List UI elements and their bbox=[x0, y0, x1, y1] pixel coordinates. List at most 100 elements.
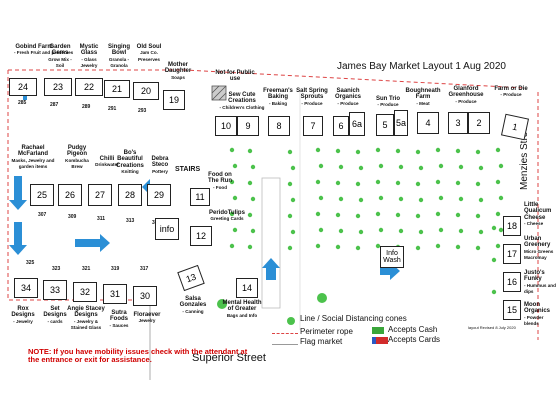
vendor-gobind-farm: Gobind Farm- Fresh Fruit and preserves bbox=[14, 44, 74, 56]
vendor-sew-cute: Sew Cute Creations- Children's Clothing bbox=[219, 92, 265, 110]
arrow-right bbox=[75, 234, 110, 252]
vendor-boughneath: Boughneath Farm- Meat bbox=[405, 88, 441, 106]
stall-25: 25 bbox=[30, 184, 54, 206]
stall-33: 33 bbox=[43, 280, 67, 300]
legend-rope-icon bbox=[272, 333, 298, 334]
arrow-down-left-bottom bbox=[9, 222, 27, 255]
social-distancing-cone bbox=[495, 147, 501, 153]
social-distancing-cone bbox=[418, 197, 424, 203]
social-distancing-cone bbox=[398, 196, 404, 202]
stall-17: 17 bbox=[503, 244, 521, 264]
stall-6a: 6a bbox=[349, 112, 365, 136]
stall-31: 31 bbox=[103, 284, 127, 304]
social-distancing-cone bbox=[229, 147, 235, 153]
large-cone bbox=[217, 299, 227, 309]
social-distancing-cone bbox=[495, 179, 501, 185]
plot-313: 313 bbox=[126, 218, 135, 224]
social-distancing-cone bbox=[338, 164, 344, 170]
legend-cone-icon bbox=[287, 317, 295, 325]
stall-24: 24 bbox=[9, 78, 37, 96]
social-distancing-cone bbox=[229, 243, 235, 249]
vendor-salsa-gonzales: Salsa Gonzales- Canning bbox=[179, 296, 207, 314]
vendor-freemans: Freeman's Baking- Baking bbox=[263, 88, 293, 106]
social-distancing-cone bbox=[478, 165, 484, 171]
plot-325: 325 bbox=[26, 260, 35, 266]
stall-5: 5 bbox=[376, 114, 394, 136]
social-distancing-cone bbox=[290, 197, 296, 203]
stall-19: 19 bbox=[163, 90, 185, 110]
social-distancing-cone bbox=[247, 180, 253, 186]
social-distancing-cone bbox=[250, 196, 256, 202]
vendor-farm-or-die: Farm or Die- Produce bbox=[494, 86, 528, 98]
social-distancing-cone bbox=[338, 228, 344, 234]
social-distancing-cone bbox=[415, 149, 421, 155]
social-distancing-cone bbox=[290, 165, 296, 171]
social-distancing-cone bbox=[358, 229, 364, 235]
social-distancing-cone bbox=[232, 195, 238, 201]
stall-30: 30 bbox=[133, 286, 157, 306]
plot-317: 317 bbox=[140, 266, 149, 272]
social-distancing-cone bbox=[247, 212, 253, 218]
social-distancing-cone bbox=[395, 148, 401, 154]
stall-18: 18 bbox=[503, 216, 521, 236]
stall-8: 8 bbox=[268, 116, 290, 136]
stall-3: 3 bbox=[448, 112, 468, 134]
info-booth: info bbox=[155, 218, 179, 240]
social-distancing-cone bbox=[355, 181, 361, 187]
plot-321: 321 bbox=[82, 266, 91, 272]
social-distancing-cone bbox=[247, 244, 253, 250]
social-distancing-cone bbox=[455, 180, 461, 186]
social-distancing-cone bbox=[250, 164, 256, 170]
social-distancing-cone bbox=[338, 196, 344, 202]
legend-cash-icon bbox=[372, 327, 384, 334]
social-distancing-cone bbox=[229, 211, 235, 217]
social-distancing-cone bbox=[435, 211, 441, 217]
social-distancing-cone bbox=[458, 228, 464, 234]
social-distancing-cone bbox=[478, 197, 484, 203]
stall-2: 2 bbox=[468, 112, 490, 134]
social-distancing-cone bbox=[287, 149, 293, 155]
social-distancing-cone bbox=[335, 180, 341, 186]
social-distancing-cone bbox=[475, 213, 481, 219]
vendor-mystic-glass: Mystic Glass- Glass Jewelry bbox=[79, 44, 99, 68]
social-distancing-cone bbox=[435, 179, 441, 185]
vendor-justos-funky: Justo's Funky- Hummus and dips bbox=[524, 270, 556, 294]
large-cone bbox=[317, 293, 327, 303]
stall-14: 14 bbox=[236, 278, 258, 298]
social-distancing-cone bbox=[375, 211, 381, 217]
social-distancing-cone bbox=[455, 148, 461, 154]
legend-flag-icon bbox=[272, 344, 298, 345]
social-distancing-cone bbox=[358, 197, 364, 203]
social-distancing-cone bbox=[418, 165, 424, 171]
social-distancing-cone bbox=[318, 163, 324, 169]
stall-21: 21 bbox=[104, 80, 130, 98]
stall-5a: 5a bbox=[394, 110, 408, 136]
social-distancing-cone bbox=[247, 148, 253, 154]
social-distancing-cone bbox=[435, 243, 441, 249]
social-distancing-cone bbox=[335, 244, 341, 250]
social-distancing-cone bbox=[458, 196, 464, 202]
info-wash-booth: Info Wash bbox=[380, 246, 404, 268]
perimeter-rope bbox=[7, 69, 526, 301]
social-distancing-cone bbox=[495, 211, 501, 217]
social-distancing-cone bbox=[290, 229, 296, 235]
legend-cards: Accepts Cards bbox=[388, 335, 441, 344]
vendor-sun-trio: Sun Trio- Produce bbox=[376, 96, 400, 108]
social-distancing-cone bbox=[458, 164, 464, 170]
social-distancing-cone bbox=[491, 257, 497, 263]
plot-293: 293 bbox=[138, 108, 147, 114]
social-distancing-cone bbox=[498, 227, 504, 233]
vendor-salt-spring: Salt Spring Sprouts- Produce bbox=[296, 88, 328, 106]
stall-7: 7 bbox=[303, 116, 323, 136]
plot-319: 319 bbox=[111, 266, 120, 272]
stall-22: 22 bbox=[75, 78, 103, 96]
social-distancing-cone bbox=[438, 163, 444, 169]
social-distancing-cone bbox=[375, 243, 381, 249]
legend-card-icon bbox=[372, 337, 388, 344]
social-distancing-cone bbox=[455, 244, 461, 250]
